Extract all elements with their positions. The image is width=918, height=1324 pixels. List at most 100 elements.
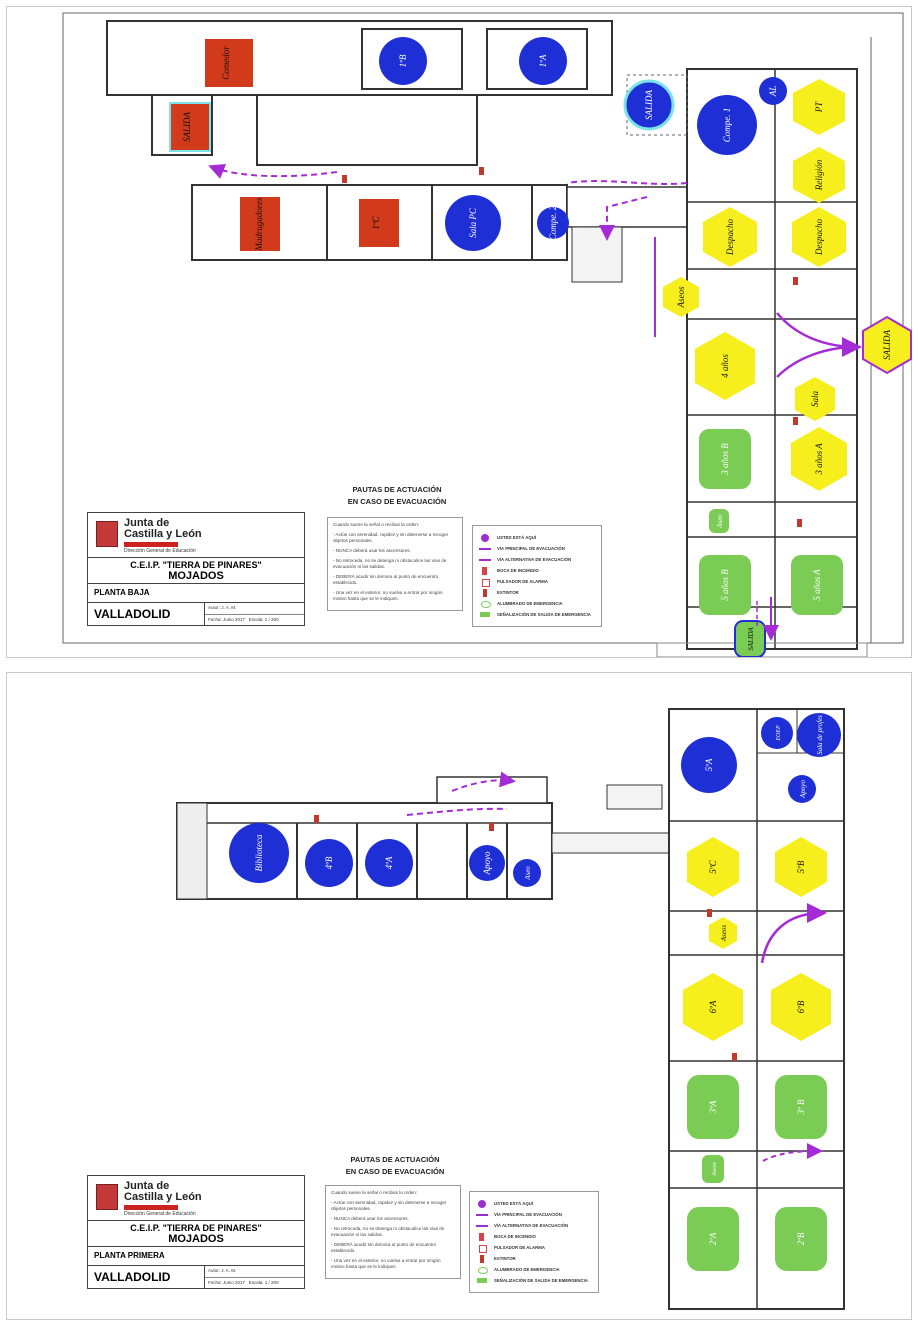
room-3-anos-a xyxy=(791,427,847,491)
legend-item: EXTINTOR xyxy=(476,1253,592,1264)
svg-text:4 años: 4 años xyxy=(720,354,730,378)
svg-text:Compe. 2: Compe. 2 xyxy=(548,205,558,240)
room-sala-profes xyxy=(797,713,841,757)
floor-name: PLANTA PRIMERA xyxy=(88,1247,304,1266)
org-name-line2: Castilla y León xyxy=(124,528,202,540)
room-despacho-1 xyxy=(703,207,757,267)
org-direction: Dirección General de Educación xyxy=(124,1211,196,1217)
room-compe1 xyxy=(697,95,757,155)
svg-text:Comedor: Comedor xyxy=(221,46,231,80)
room-sala-pc xyxy=(445,195,501,251)
svg-text:4ºA: 4ºA xyxy=(384,856,394,869)
emergency-light-icon xyxy=(476,1266,488,1274)
org-name-line2: Castilla y León xyxy=(124,1191,202,1203)
main-route-icon xyxy=(479,546,491,552)
room-5-anos-b xyxy=(699,555,751,615)
room-despacho-2 xyxy=(792,207,846,267)
legend-item: VÍA PRINCIPAL DE EVACUACIÓN xyxy=(476,1209,592,1220)
guidelines-title: PAUTAS DE ACTUACIÓN EN CASO DE EVACUACIÓ… xyxy=(347,485,447,506)
you-are-here-icon xyxy=(479,533,491,542)
exit-sign-icon xyxy=(479,611,491,618)
room-5-anos-a xyxy=(791,555,843,615)
legend-item: BOCA DE INCENDIO xyxy=(479,565,595,576)
svg-text:Apoyo: Apoyo xyxy=(482,851,492,875)
svg-text:2ºA: 2ºA xyxy=(708,1232,718,1245)
author: Autor: J. A. M. xyxy=(205,1266,304,1278)
aseo-ground xyxy=(709,509,729,533)
svg-text:5ºB: 5ºB xyxy=(796,860,806,873)
crest-icon xyxy=(96,521,118,547)
room-4a xyxy=(365,839,413,887)
svg-text:6ºB: 6ºB xyxy=(796,1000,806,1013)
svg-text:Aseo: Aseo xyxy=(716,514,724,529)
ground-floor-plan-sheet: Comedor SALIDA Madrugadores 1ºC 1ºB 1ºA … xyxy=(6,6,912,658)
room-compe2 xyxy=(537,207,569,239)
legend-item: BOCA DE INCENDIO xyxy=(476,1231,592,1242)
svg-text:Biblioteca: Biblioteca xyxy=(254,834,264,871)
date: Fecha: Junio 2017 xyxy=(208,616,246,622)
title-block: Junta de Castilla y León Dirección Gener… xyxy=(87,1175,305,1289)
room-apoyo-1 xyxy=(469,845,505,881)
scale: Escala: 1 / 200 xyxy=(248,616,279,622)
school-name: C.E.I.P. "TIERRA DE PINARES" MOJADOS xyxy=(88,558,304,584)
svg-text:3º B: 3º B xyxy=(796,1099,806,1116)
legend-item: SEÑALIZACIÓN DE SALIDA DE EMERGENCIA xyxy=(479,609,595,620)
room-3a xyxy=(687,1075,739,1139)
legend-item: PULSADOR DE ALARMA xyxy=(476,1242,592,1253)
extinguisher-icon xyxy=(342,175,347,183)
room-6b xyxy=(771,973,831,1041)
exit-left xyxy=(169,102,211,152)
city-name: VALLADOLID xyxy=(88,603,205,625)
aseos-first-2 xyxy=(702,1155,724,1183)
ground-floor-plan: Comedor SALIDA Madrugadores 1ºC 1ºB 1ºA … xyxy=(62,12,912,657)
legend-item: VÍA ALTERNATIVA DE EVACUACIÓN xyxy=(479,554,595,565)
svg-text:Aseos: Aseos xyxy=(712,1161,718,1177)
room-3b xyxy=(775,1075,827,1139)
jcyl-logo: Junta de Castilla y León Dirección Gener… xyxy=(88,513,304,558)
svg-text:Despacho: Despacho xyxy=(725,219,735,256)
room-biblioteca xyxy=(229,823,289,883)
legend-item: SEÑALIZACIÓN DE SALIDA DE EMERGENCIA xyxy=(476,1275,592,1286)
svg-text:SALIDA: SALIDA xyxy=(182,112,192,142)
first-floor-plan: Biblioteca 4ºB 4ºA Apoyo Aseo 5ºA EOEP S… xyxy=(176,708,845,1310)
room-5c xyxy=(687,837,739,897)
org-direction: Dirección General de Educación xyxy=(124,548,196,554)
room-eoep xyxy=(761,717,793,749)
guidelines-title: PAUTAS DE ACTUACIÓN EN CASO DE EVACUACIÓ… xyxy=(345,1155,445,1176)
legend-item: PULSADOR DE ALARMA xyxy=(479,576,595,587)
svg-text:4ºB: 4ºB xyxy=(324,856,334,869)
main-route-icon xyxy=(476,1212,488,1218)
first-floor-plan-sheet: Biblioteca 4ºB 4ºA Apoyo Aseo 5ºA EOEP S… xyxy=(6,672,912,1320)
svg-text:Sala de profes: Sala de profes xyxy=(816,715,824,755)
floor-name: PLANTA BAJA xyxy=(88,584,304,603)
alt-route-icon xyxy=(476,1223,488,1229)
svg-text:3 años B: 3 años B xyxy=(720,443,730,476)
exit-right xyxy=(862,315,912,375)
svg-text:SALIDA: SALIDA xyxy=(747,627,755,651)
aseos-first xyxy=(709,917,737,949)
svg-text:Despacho: Despacho xyxy=(814,219,824,256)
svg-text:5ºC: 5ºC xyxy=(708,859,718,873)
city-name: VALLADOLID xyxy=(88,1266,205,1288)
room-1c xyxy=(359,199,399,247)
room-4b xyxy=(305,839,353,887)
fire-hose-icon xyxy=(479,566,491,575)
school-name: C.E.I.P. "TIERRA DE PINARES" MOJADOS xyxy=(88,1221,304,1247)
exit-sign-icon xyxy=(476,1277,488,1284)
room-madrugadores xyxy=(240,197,280,251)
room-5b xyxy=(775,837,827,897)
room-6a xyxy=(683,973,743,1041)
room-sala xyxy=(795,377,835,421)
jcyl-logo: Junta de Castilla y León Dirección Gener… xyxy=(88,1176,304,1221)
svg-text:3ºA: 3ºA xyxy=(708,1100,718,1114)
room-pt xyxy=(793,79,845,135)
svg-text:2ºB: 2ºB xyxy=(796,1232,806,1245)
room-al xyxy=(759,77,787,105)
svg-text:Apoyo: Apoyo xyxy=(799,780,807,799)
svg-text:Religión: Religión xyxy=(814,159,824,191)
title-block: Junta de Castilla y León Dirección Gener… xyxy=(87,512,305,626)
legend-item: EXTINTOR xyxy=(479,587,595,598)
extinguisher-icon xyxy=(479,588,491,597)
alt-route xyxy=(208,164,338,179)
svg-text:SALIDA: SALIDA xyxy=(644,90,654,120)
